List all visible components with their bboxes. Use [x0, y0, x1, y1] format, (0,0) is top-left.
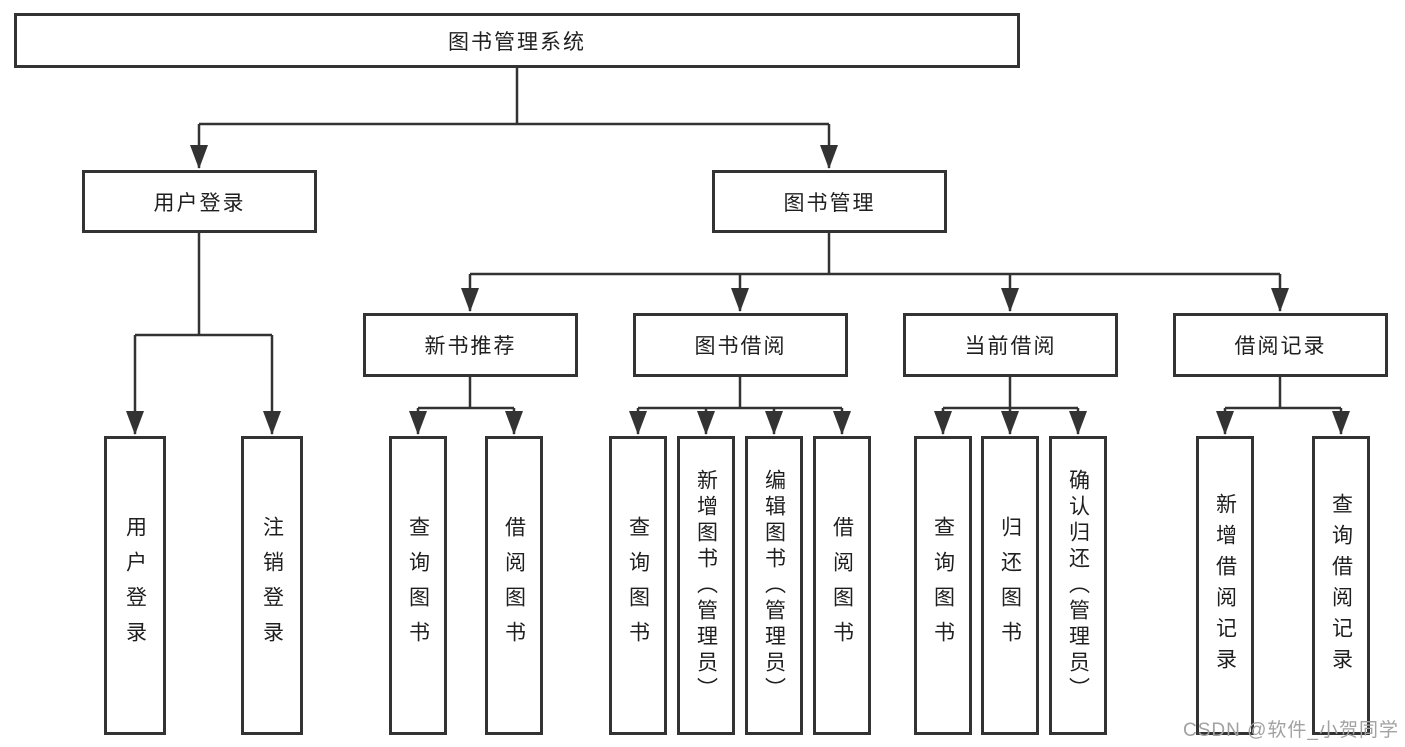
- leaf-add-book-admin: 新增图书（管理员）: [677, 436, 735, 735]
- leaf-borrow-books-2: 借阅图书: [813, 436, 871, 735]
- leaf-query-borrow-record: 查询借阅记录: [1312, 436, 1370, 735]
- leaf-confirm-return-admin: 确认归还（管理员）: [1049, 436, 1107, 735]
- leaf-query-books-2: 查询图书: [609, 436, 667, 735]
- node-root-label: 图书管理系统: [448, 30, 586, 54]
- leaf-query-books-2-label: 查询图书: [626, 515, 650, 656]
- leaf-logout: 注销登录: [241, 436, 303, 735]
- leaf-logout-label: 注销登录: [260, 515, 284, 656]
- node-current-borrow: 当前借阅: [903, 313, 1118, 377]
- leaf-query-books-1-label: 查询图书: [406, 515, 430, 656]
- leaf-edit-book-admin: 编辑图书（管理员）: [745, 436, 803, 735]
- leaf-borrow-books-1-label: 借阅图书: [502, 515, 526, 656]
- leaf-add-book-admin-label: 新增图书（管理员）: [694, 468, 718, 703]
- leaf-add-borrow-record-label: 新增借阅记录: [1213, 492, 1237, 679]
- node-new-book-recommend: 新书推荐: [363, 313, 578, 377]
- node-borrow-records-label: 借阅记录: [1234, 335, 1327, 358]
- leaf-edit-book-admin-label: 编辑图书（管理员）: [762, 468, 786, 703]
- node-user-login-label: 用户登录: [153, 191, 246, 215]
- leaf-add-borrow-record: 新增借阅记录: [1196, 436, 1254, 735]
- leaf-query-books-1: 查询图书: [389, 436, 447, 735]
- node-root: 图书管理系统: [14, 13, 1020, 68]
- node-book-borrow-label: 图书借阅: [694, 335, 787, 358]
- node-user-login: 用户登录: [82, 170, 317, 233]
- leaf-user-login: 用户登录: [104, 436, 166, 735]
- leaf-borrow-books-2-label: 借阅图书: [830, 515, 854, 656]
- csdn-watermark: CSDN @软件_小贺同学: [1183, 720, 1399, 741]
- leaf-return-book-label: 归还图书: [998, 515, 1022, 656]
- leaf-return-book: 归还图书: [981, 436, 1039, 735]
- leaf-user-login-label: 用户登录: [123, 515, 147, 656]
- node-current-borrow-label: 当前借阅: [964, 335, 1057, 358]
- node-new-book-recommend-label: 新书推荐: [424, 335, 517, 358]
- leaf-query-borrow-record-label: 查询借阅记录: [1329, 492, 1353, 679]
- node-book-management: 图书管理: [712, 170, 947, 233]
- leaf-query-books-3-label: 查询图书: [931, 515, 955, 656]
- leaf-confirm-return-admin-label: 确认归还（管理员）: [1066, 468, 1090, 703]
- node-book-management-label: 图书管理: [783, 191, 876, 215]
- leaf-borrow-books-1: 借阅图书: [485, 436, 543, 735]
- node-book-borrow: 图书借阅: [633, 313, 848, 377]
- leaf-query-books-3: 查询图书: [914, 436, 972, 735]
- node-borrow-records: 借阅记录: [1173, 313, 1388, 377]
